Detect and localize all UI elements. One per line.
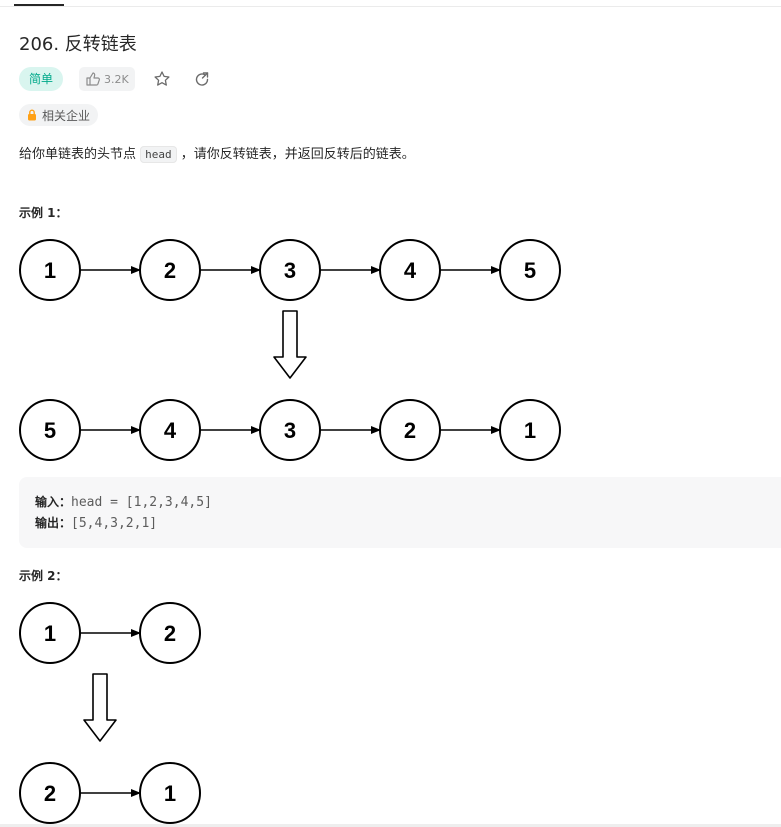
list-node xyxy=(259,239,321,301)
active-tab-indicator xyxy=(14,4,64,6)
thumb-up-icon xyxy=(86,72,100,86)
list-node-value: 3 xyxy=(284,418,296,443)
share-icon xyxy=(195,72,208,86)
example-2-down-arrow xyxy=(83,673,117,742)
lock-icon xyxy=(28,109,36,121)
description-text-before: 给你单链表的头节点 xyxy=(19,147,141,162)
list-node-value: 5 xyxy=(44,418,56,443)
difficulty-badge[interactable]: 简单 xyxy=(19,67,64,91)
example-1-io-block: 输入：head = [1,2,3,4,5] 输出：[5,4,3,2,1] xyxy=(19,477,781,548)
example-1-output-list: 5 4 3 2 1 xyxy=(19,399,561,461)
list-node xyxy=(499,399,561,461)
example-1-input-list: 1 2 3 4 5 xyxy=(19,239,561,301)
list-node xyxy=(499,239,561,301)
example-1-input-line: 输入：head = [1,2,3,4,5] xyxy=(35,493,212,510)
example-1-output-line: 输出：[5,4,3,2,1] xyxy=(35,514,157,531)
example-1-label: 示例 1： xyxy=(19,206,68,220)
related-companies-tag[interactable]: 相关企业 xyxy=(19,104,99,126)
list-node xyxy=(259,399,321,461)
example-1-down-arrow xyxy=(273,310,307,379)
problem-title: 206. 反转链表 xyxy=(19,34,137,55)
like-button[interactable]: 3.2K xyxy=(79,67,135,91)
list-node-value: 2 xyxy=(404,418,416,443)
list-node xyxy=(139,399,201,461)
list-node-value: 2 xyxy=(164,621,176,646)
list-node-value: 3 xyxy=(284,258,296,283)
favorite-button[interactable] xyxy=(149,67,175,91)
list-node xyxy=(139,762,201,824)
list-node-value: 1 xyxy=(44,621,56,646)
inline-code-head: head xyxy=(140,146,177,163)
list-node xyxy=(139,602,201,664)
list-node-value: 5 xyxy=(524,258,536,283)
problem-description: 给你单链表的头节点 head ，请你反转链表，并返回反转后的链表。 xyxy=(19,145,415,165)
list-node-value: 2 xyxy=(164,258,176,283)
share-button[interactable] xyxy=(189,67,215,91)
list-node xyxy=(19,239,81,301)
output-label: 输出： xyxy=(35,516,72,530)
list-node xyxy=(139,239,201,301)
input-label: 输入： xyxy=(35,495,72,509)
list-node-value: 1 xyxy=(524,418,536,443)
list-node-value: 2 xyxy=(44,781,56,806)
company-tag-label: 相关企业 xyxy=(42,108,91,123)
bottom-divider xyxy=(0,824,781,827)
list-node xyxy=(19,602,81,664)
like-count: 3.2K xyxy=(104,72,129,86)
top-divider xyxy=(0,6,781,7)
output-value: [5,4,3,2,1] xyxy=(71,516,158,531)
input-value: head = [1,2,3,4,5] xyxy=(71,495,212,510)
list-node xyxy=(379,239,441,301)
meta-row: 简单 3.2K xyxy=(19,67,215,91)
example-2-label: 示例 2： xyxy=(19,569,68,583)
list-node-value: 1 xyxy=(164,781,176,806)
list-node-value: 1 xyxy=(44,258,56,283)
list-node xyxy=(379,399,441,461)
description-text-after: ，请你反转链表，并返回反转后的链表。 xyxy=(176,147,415,162)
star-icon xyxy=(154,71,170,86)
list-node-value: 4 xyxy=(164,418,177,443)
list-node xyxy=(19,762,81,824)
list-node xyxy=(19,399,81,461)
list-node-value: 4 xyxy=(404,258,417,283)
